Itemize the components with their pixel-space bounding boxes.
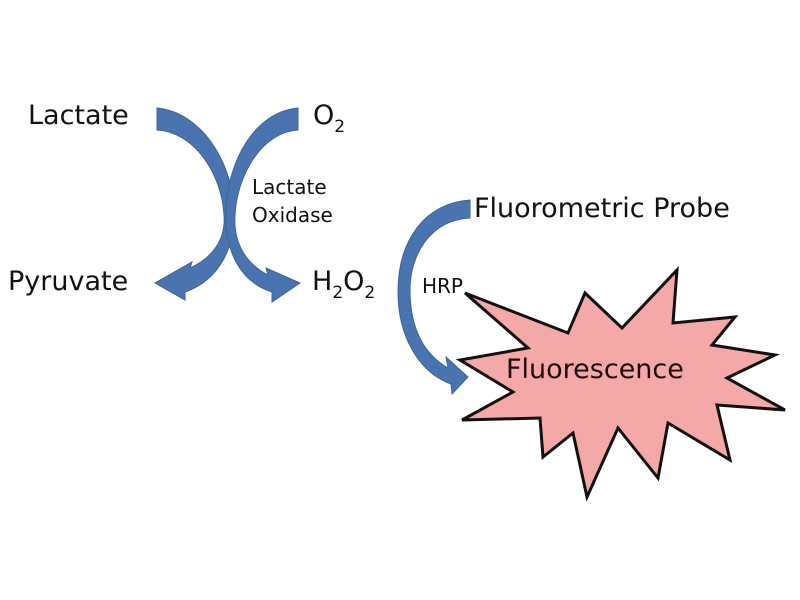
h2o2-o-subscript: 2 — [364, 283, 376, 303]
h2o2-o: O — [343, 266, 365, 297]
pyruvate-label: Pyruvate — [8, 266, 129, 297]
oxygen-base: O — [313, 100, 335, 131]
h2o2-h-subscript: 2 — [332, 283, 344, 303]
fluorescence-burst — [455, 265, 786, 502]
oxygen-label: O2 — [313, 100, 345, 136]
arrow-lactate-to-pyruvate — [153, 107, 235, 301]
enzyme-lactate-oxidase-line2: Oxidase — [252, 203, 333, 227]
h2o2-label: H2O2 — [312, 266, 375, 302]
arrow-probe-to-fluorescence — [397, 199, 471, 396]
fluorometric-probe-label: Fluorometric Probe — [474, 193, 730, 224]
enzyme-hrp-label: HRP — [422, 274, 463, 298]
lactate-label: Lactate — [28, 100, 129, 131]
enzyme-lactate-oxidase-line1: Lactate — [252, 175, 327, 199]
arrow-o2-to-h2o2 — [225, 107, 302, 303]
fluorescence-label: Fluorescence — [506, 354, 684, 385]
oxygen-subscript: 2 — [334, 117, 346, 137]
h2o2-h: H — [312, 266, 333, 297]
